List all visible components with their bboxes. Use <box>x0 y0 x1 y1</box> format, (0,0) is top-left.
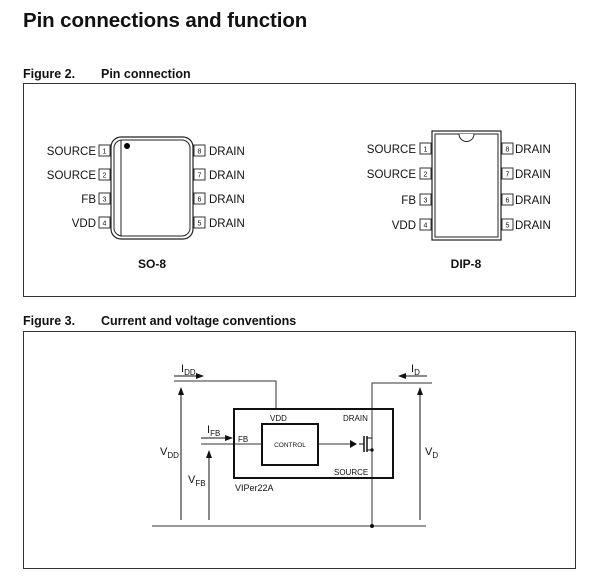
so8-pin-2: 2 SOURCE <box>47 168 111 182</box>
vdd-label: VDD <box>160 446 179 460</box>
pin-label: DRAIN <box>209 218 245 230</box>
pin-label: FB <box>81 194 96 206</box>
pin-label: VDD <box>392 220 416 232</box>
drain-source-wire <box>371 382 432 526</box>
device-name-label: VIPer22A <box>235 483 274 493</box>
so8-body-outer <box>110 136 194 240</box>
circuit-wires <box>152 380 432 527</box>
pin-label: DRAIN <box>209 194 245 206</box>
vdd-supply-wire <box>174 380 277 409</box>
pin-source-label: SOURCE <box>334 468 368 477</box>
pin-number: 3 <box>103 197 107 204</box>
pin-drain-label: DRAIN <box>343 414 368 423</box>
so8-left-pins: 1 SOURCE 2 SOURCE 3 FB 4 VDD <box>47 144 111 230</box>
pin-label: DRAIN <box>515 195 551 207</box>
figure-2-frame <box>23 83 576 297</box>
dip8-pin-2: 2 SOURCE <box>367 167 432 181</box>
so8-package: 1 SOURCE 2 SOURCE 3 FB 4 VDD 8 <box>47 136 245 271</box>
dip8-pin-4: 4 VDD <box>392 218 432 232</box>
pin-number: 2 <box>103 173 107 180</box>
dip8-pin-3: 3 FB <box>401 193 432 207</box>
figure-3-frame <box>23 331 576 569</box>
pin-label: SOURCE <box>47 170 97 182</box>
pin-number: 1 <box>103 149 107 156</box>
so8-pin1-dot-icon <box>124 143 130 149</box>
pin-number: 4 <box>424 223 428 230</box>
pin-number: 5 <box>198 221 202 228</box>
figure-2-title: Pin connection <box>101 67 191 81</box>
dip8-notch-icon <box>458 133 475 142</box>
control-block <box>261 423 319 466</box>
dip8-body-outer <box>431 130 502 241</box>
pin-label: SOURCE <box>47 146 97 158</box>
figure-2-caption: Figure 2. Pin connection <box>23 67 191 81</box>
pin-number: 6 <box>198 197 202 204</box>
vd-label: VD <box>425 446 438 460</box>
pin-label: DRAIN <box>515 144 551 156</box>
pin-number: 4 <box>103 221 107 228</box>
pin-number: 5 <box>506 223 510 230</box>
pin-label: DRAIN <box>515 220 551 232</box>
so8-pin-4: 4 VDD <box>72 216 111 230</box>
so8-package-name: SO-8 <box>138 257 166 271</box>
pin-vdd-label: VDD <box>270 414 287 423</box>
vfb-label: VFB <box>188 474 206 488</box>
so8-pin-1: 1 SOURCE <box>47 144 111 158</box>
gate-arrow-icon <box>350 440 357 448</box>
dip8-right-pins: 8 DRAIN 7 DRAIN 6 DRAIN 5 DRAIN <box>501 142 551 232</box>
so8-right-pins: 8 DRAIN 7 DRAIN 6 DRAIN 5 DRAIN <box>193 144 245 230</box>
pin-number: 3 <box>424 198 428 205</box>
pin-fb-label: FB <box>238 435 248 444</box>
so8-pin-7: 7 DRAIN <box>193 168 245 182</box>
pin-number: 7 <box>506 172 510 179</box>
pin-label: DRAIN <box>209 146 245 158</box>
so8-body-inner <box>113 139 191 237</box>
dip8-pin-7: 7 DRAIN <box>501 167 551 181</box>
dip8-pin-8: 8 DRAIN <box>501 142 551 156</box>
pin-label: SOURCE <box>367 144 417 156</box>
pin-label: FB <box>401 195 416 207</box>
so8-pin-3: 3 FB <box>81 192 111 206</box>
pin-label: VDD <box>72 218 96 230</box>
dip8-pin-1: 1 SOURCE <box>367 142 432 156</box>
figure-3-title: Current and voltage conventions <box>101 314 297 328</box>
pin-number: 1 <box>424 147 428 154</box>
pin-number: 8 <box>506 147 510 154</box>
pin-number: 8 <box>198 149 202 156</box>
dip8-package: 1 SOURCE 2 SOURCE 3 FB 4 VDD 8 <box>367 130 551 271</box>
figure-3-caption: Figure 3. Current and voltage conventions <box>23 314 296 328</box>
viper-device-box <box>233 408 394 479</box>
dip8-pin-5: 5 DRAIN <box>501 218 551 232</box>
so8-pin-5: 5 DRAIN <box>193 216 245 230</box>
pin-number: 7 <box>198 173 202 180</box>
pin-number: 2 <box>424 172 428 179</box>
pin-label: DRAIN <box>209 170 245 182</box>
control-label: CONTROL <box>274 442 306 449</box>
so8-pin-6: 6 DRAIN <box>193 192 245 206</box>
idd-label: IDD <box>181 363 196 377</box>
id-label: ID <box>411 363 420 377</box>
mosfet-icon <box>359 436 374 452</box>
dip8-pin-6: 6 DRAIN <box>501 193 551 207</box>
dip8-package-name: DIP-8 <box>451 257 482 271</box>
figure-2-number: Figure 2. <box>23 67 76 81</box>
figure-3-number: Figure 3. <box>23 314 76 328</box>
dip8-left-pins: 1 SOURCE 2 SOURCE 3 FB 4 VDD <box>367 142 432 232</box>
pin-label: DRAIN <box>515 169 551 181</box>
pin-number: 6 <box>506 198 510 205</box>
section-title: Pin connections and function <box>23 9 308 32</box>
pin-label: SOURCE <box>367 169 417 181</box>
junction-dot-icon <box>370 524 374 528</box>
so8-pin-8: 8 DRAIN <box>193 144 245 158</box>
ifb-label: IFB <box>207 424 220 438</box>
